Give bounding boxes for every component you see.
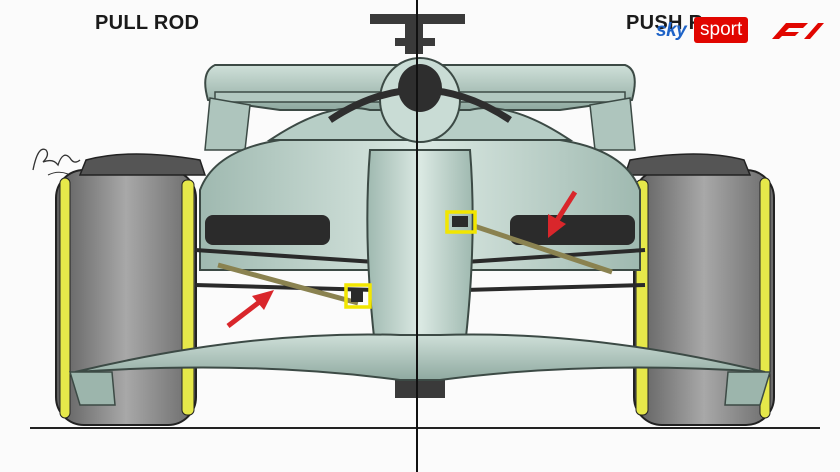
artist-signature [32, 148, 81, 176]
left-arrow-icon [226, 290, 274, 328]
halo [328, 86, 512, 123]
front-wing [68, 333, 772, 406]
f1-logo-icon [772, 23, 824, 39]
right-mount-highlight-box [445, 210, 477, 234]
broadcaster-logo: sky sport [652, 14, 832, 48]
sport-badge: sport [694, 17, 749, 43]
right-arrow-icon [548, 190, 578, 238]
left-mount-highlight-box [344, 283, 372, 309]
sky-logo-text: sky [656, 20, 687, 41]
push-rod-label: PUSH R [626, 12, 704, 34]
push-rod [461, 219, 613, 275]
right-mount-inner [452, 216, 468, 227]
left-mount-inner [351, 290, 363, 302]
sport-logo-text: sport [700, 19, 743, 40]
pull-rod-label: PULL ROD [95, 12, 200, 34]
pull-rod [217, 262, 359, 306]
